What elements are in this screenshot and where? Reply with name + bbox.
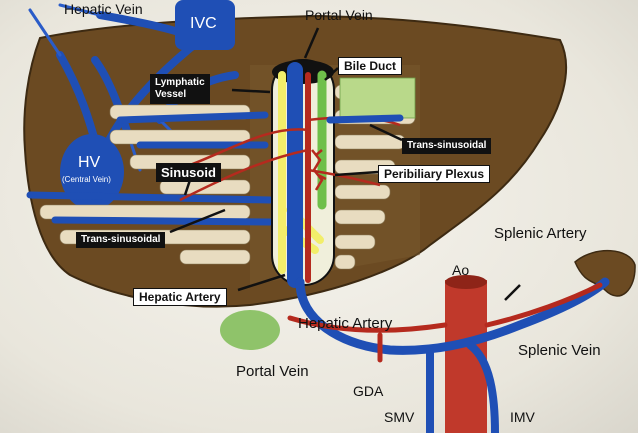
sinusoid-veins-left bbox=[26, 111, 274, 226]
label-sinusoid: Sinusoid bbox=[156, 163, 221, 182]
label-gda: GDA bbox=[353, 383, 384, 399]
label-imv: IMV bbox=[510, 409, 535, 425]
gallbladder bbox=[220, 310, 280, 350]
label-trans-sinusoidal-right: Trans-sinusoidal bbox=[402, 138, 492, 154]
label-splenic-artery: Splenic Artery bbox=[494, 225, 587, 242]
label-splenic-vein: Splenic Vein bbox=[518, 342, 601, 359]
aorta-top bbox=[445, 275, 487, 289]
label-peribiliary-plexus: Peribiliary Plexus bbox=[378, 165, 491, 183]
arteriole-branches bbox=[179, 116, 401, 202]
smv-imv-veins bbox=[426, 341, 499, 433]
label-trans-sinusoidal-left: Trans-sinusoidal bbox=[76, 232, 166, 248]
central-vein bbox=[60, 134, 124, 210]
hepatocyte-plate bbox=[339, 77, 416, 119]
label-bile-duct: Bile Duct bbox=[338, 57, 403, 75]
label-portal-vein-bottom: Portal Vein bbox=[236, 363, 309, 380]
leader-arrows bbox=[169, 27, 521, 301]
label-lymphatic-vessel: Lymphatic Vessel bbox=[150, 74, 210, 104]
label-smv: SMV bbox=[384, 409, 415, 425]
label-hepatic-artery-box: Hepatic Artery bbox=[133, 288, 227, 306]
ivc-vessel bbox=[175, 0, 235, 50]
label-hv: HV bbox=[78, 154, 101, 171]
label-portal-vein-top: Portal Vein bbox=[305, 7, 373, 23]
portal-venules-right bbox=[326, 114, 404, 124]
label-hepatic-artery: Hepatic Artery bbox=[298, 315, 393, 332]
hepatic-vein-fine bbox=[28, 3, 182, 172]
hepatic-splenic-artery bbox=[287, 282, 603, 363]
spleen bbox=[574, 249, 636, 297]
label-central-vein: (Central Vein) bbox=[62, 175, 111, 184]
label-lymphatic-line1: Lymphatic bbox=[155, 77, 205, 88]
label-lymphatic-line2: Vessel bbox=[155, 89, 187, 100]
label-ao: Ao bbox=[452, 262, 470, 278]
label-hepatic-vein: Hepatic Vein bbox=[64, 1, 143, 17]
label-ivc: IVC bbox=[190, 15, 217, 32]
